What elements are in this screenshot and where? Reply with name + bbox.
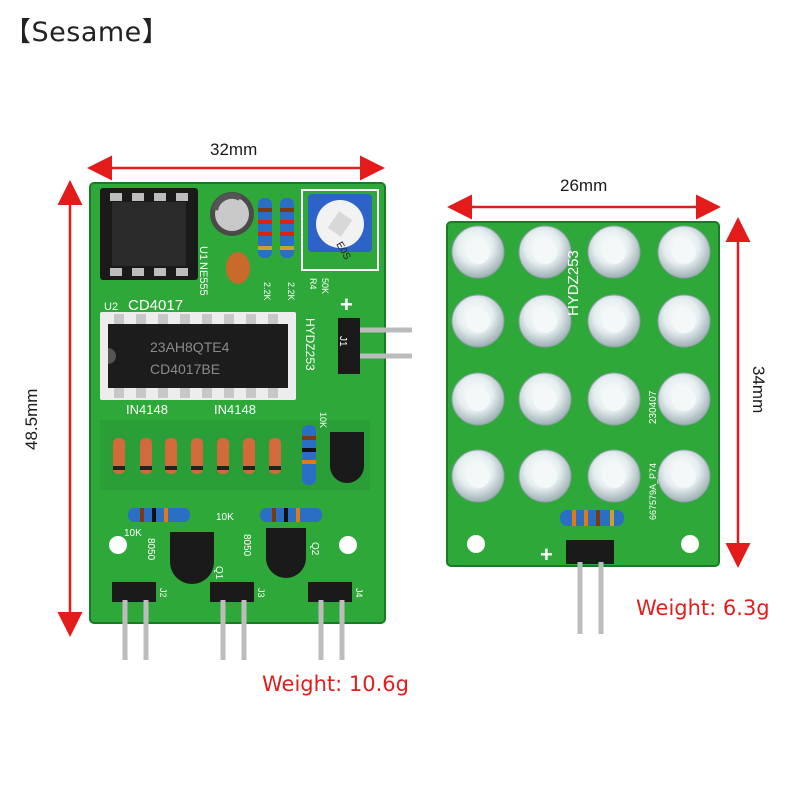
resistor xyxy=(560,510,624,526)
led xyxy=(518,449,572,503)
height-label-left: 48.5mm xyxy=(22,388,41,450)
pin-header-j1 xyxy=(338,318,412,374)
silk-u2: U2 xyxy=(104,301,118,313)
silk-2k2-b: 2.2K xyxy=(286,282,296,301)
transistor-q1 xyxy=(170,532,214,584)
silk-50k: 50K xyxy=(320,278,330,294)
silk-j4: J4 xyxy=(354,588,364,598)
height-label-right: 34mm xyxy=(749,366,768,414)
silk-plus: + xyxy=(340,292,353,317)
pin-header-j4 xyxy=(308,582,352,660)
silk-ne555: NE555 xyxy=(197,262,209,296)
silk-in4148-a: IN4148 xyxy=(126,402,168,417)
width-label-left: 32mm xyxy=(210,140,258,159)
silk-2k2-a: 2.2K xyxy=(262,282,272,301)
resistor xyxy=(280,198,294,258)
led xyxy=(451,294,505,348)
led xyxy=(657,225,711,279)
pin-header-j3 xyxy=(210,582,254,660)
diode-row xyxy=(113,438,281,474)
electrolytic-capacitor xyxy=(210,192,254,236)
silk-hydz: HYDZ253 xyxy=(303,318,317,371)
mounting-hole xyxy=(339,536,357,554)
led xyxy=(587,372,641,426)
transistor xyxy=(330,432,364,483)
potentiometer xyxy=(301,189,379,271)
resistor xyxy=(260,508,322,522)
silk-u1: U1 xyxy=(197,246,209,260)
ic-chip-cd4017 xyxy=(100,312,296,400)
transistor-q2 xyxy=(266,528,306,578)
silk-q2: Q2 xyxy=(309,542,320,556)
mounting-hole xyxy=(467,535,485,553)
silk-r4: R4 xyxy=(308,278,318,290)
led xyxy=(518,294,572,348)
silk-code: 667579A_P74 xyxy=(648,463,658,520)
led-matrix xyxy=(451,225,711,503)
led xyxy=(657,294,711,348)
brand-label: 【Sesame】 xyxy=(4,17,170,48)
led xyxy=(587,294,641,348)
led xyxy=(451,372,505,426)
right-pcb-board: HYDZ253 230407 667579A_P74 + xyxy=(446,221,720,634)
led xyxy=(587,225,641,279)
ic-socket-ne555 xyxy=(100,188,198,280)
led xyxy=(657,449,711,503)
silk-j3: J3 xyxy=(256,588,266,598)
resistor xyxy=(128,508,190,522)
silk-8050-a: 8050 xyxy=(145,538,156,561)
led xyxy=(518,225,572,279)
silk-cd4017: CD4017 xyxy=(128,297,183,314)
led xyxy=(518,372,572,426)
weight-label-right: Weight: 6.3g xyxy=(636,596,770,620)
led xyxy=(657,372,711,426)
silk-10k-c: 10K xyxy=(318,412,328,428)
silk-j2: J2 xyxy=(158,588,168,598)
silk-date: 230407 xyxy=(648,390,659,424)
led xyxy=(451,225,505,279)
silk-10k-a: 10K xyxy=(124,528,142,539)
silk-plus-right: + xyxy=(540,542,553,567)
silk-10k-b: 10K xyxy=(216,512,234,523)
silk-j1: J1 xyxy=(337,336,348,347)
chip-marking-line2: CD4017BE xyxy=(150,361,220,377)
pin-header-j2 xyxy=(112,582,156,660)
mounting-hole xyxy=(681,535,699,553)
led xyxy=(451,449,505,503)
weight-label-left: Weight: 10.6g xyxy=(262,672,409,696)
mounting-hole xyxy=(109,536,127,554)
silk-hydz-right: HYDZ253 xyxy=(565,250,582,316)
left-pcb-board: U1 NE555 U2 CD4017 HYDZ253 J1 + IN4148 I… xyxy=(89,182,412,660)
led xyxy=(587,449,641,503)
silk-q1: Q1 xyxy=(213,566,224,580)
resistor xyxy=(258,198,272,258)
resistor xyxy=(302,425,316,485)
width-label-right: 26mm xyxy=(560,176,608,195)
ceramic-capacitor xyxy=(226,252,250,284)
silk-in4148-b: IN4148 xyxy=(214,402,256,417)
silk-8050-b: 8050 xyxy=(241,534,252,557)
pin-header-right xyxy=(566,540,614,634)
chip-marking-line1: 23AH8QTE4 xyxy=(150,339,230,355)
